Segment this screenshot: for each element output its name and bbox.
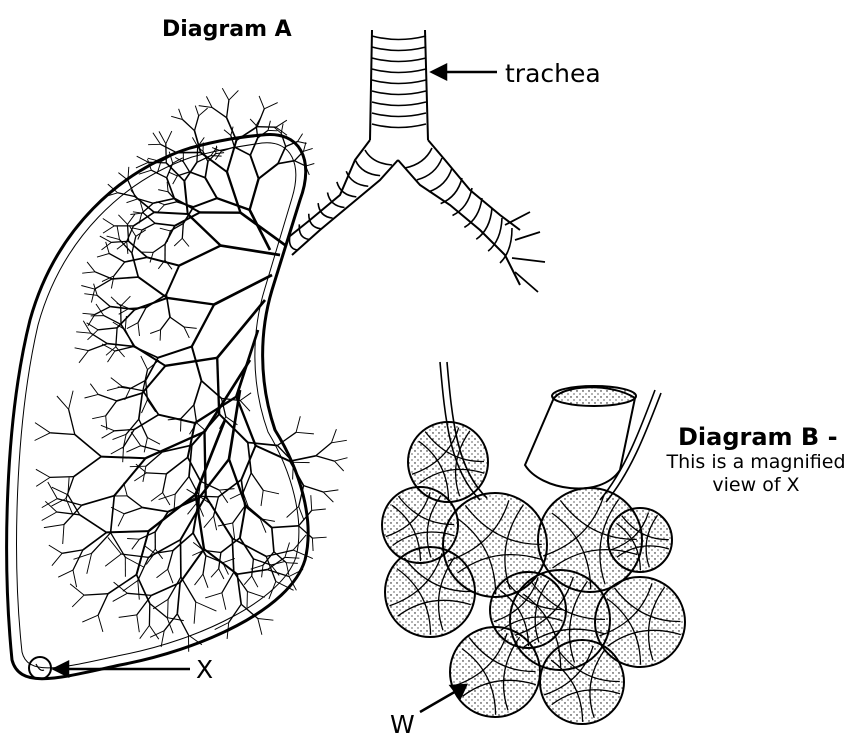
w-label: W (390, 712, 415, 737)
w-pointer (420, 690, 458, 712)
alveoli-cluster (382, 362, 685, 724)
diagram-b-caption: This is a magnified view of X (650, 451, 859, 497)
lung (7, 88, 348, 679)
diagram-b-caption-line-1: This is a magnified (650, 451, 859, 474)
diagram-b-title: Diagram B - (678, 425, 838, 449)
x-label: X (196, 657, 213, 682)
diagram-b-caption-line-2: view of X (650, 474, 859, 497)
diagram-a-title: Diagram A (162, 19, 292, 41)
trachea-label: trachea (505, 61, 601, 86)
